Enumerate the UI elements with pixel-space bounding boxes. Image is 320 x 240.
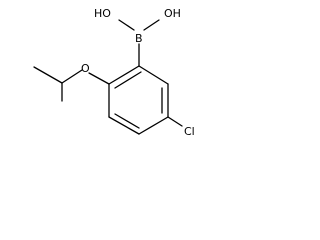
ring-bond-c3-c4 <box>108 116 140 135</box>
atom-hydroxyl-2: OH <box>164 7 181 20</box>
boronic-acid-group: HO OH B <box>94 7 181 67</box>
chloro-group: Cl <box>167 116 195 138</box>
ring-bond-c1-c2 <box>108 65 140 85</box>
bond-boron-hydroxyl-2 <box>143 19 160 31</box>
atom-hydroxyl-1: HO <box>94 7 111 20</box>
bond-ch-methyl-left <box>33 66 63 84</box>
ring-double-bond-inner-1 <box>114 71 142 89</box>
bond-ring-chlorine <box>167 116 183 127</box>
ring-bond-c6-c1 <box>138 65 169 85</box>
ring-double-bond-inner-2 <box>114 113 140 129</box>
molecule-diagram: HO OH B O Cl <box>0 0 222 158</box>
atom-ether-oxygen: O <box>81 62 90 75</box>
bond-ring-oxygen <box>88 72 110 85</box>
bond-boron-hydroxyl-1 <box>118 19 135 31</box>
ring-bond-c4-c5 <box>138 116 169 135</box>
isopropoxy-group: O <box>33 62 110 102</box>
atom-chlorine: Cl <box>184 125 195 138</box>
bond-oxygen-ch <box>61 69 83 84</box>
atom-boron: B <box>135 32 143 45</box>
structure-drawing: HO OH B O Cl <box>33 7 195 138</box>
benzene-ring <box>108 65 169 135</box>
